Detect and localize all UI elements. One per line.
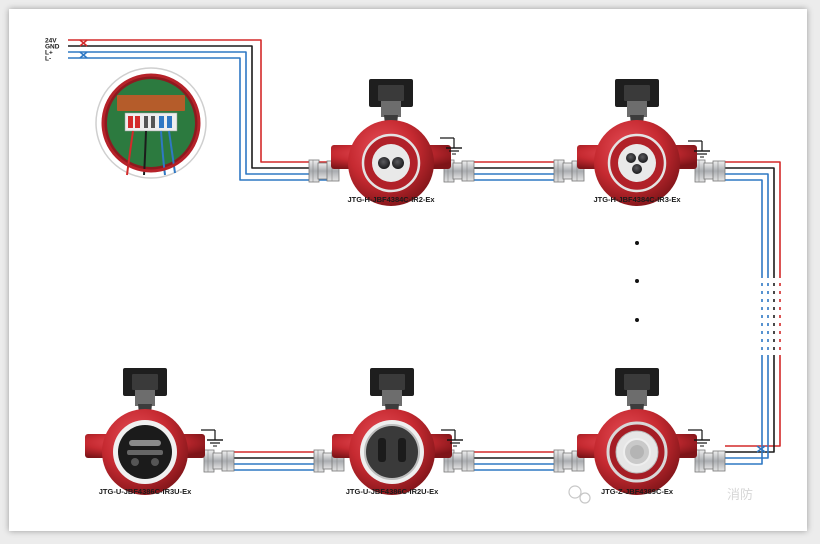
signal-bus-wiring bbox=[68, 39, 781, 471]
flame-detector-ir2u: JTG-U-JBF4386C-IR2U-Ex bbox=[313, 368, 475, 496]
terminal-label-l-plus: L+ bbox=[45, 50, 53, 57]
flame-detector-ir2: JTG-H-JBF4384C-IR2-Ex bbox=[308, 79, 475, 206]
diagram-card: 24V GND L+ L- JTG-H-JBF4384C-IR2-Ex bbox=[9, 9, 807, 531]
wiring-diagram: 24V GND L+ L- JTG-H-JBF4384C-IR2-Ex bbox=[45, 38, 781, 504]
detector-model-label: JTG-H-JBF4384C-IR2-Ex bbox=[347, 195, 435, 204]
continuation-indicator bbox=[635, 241, 639, 322]
input-terminal-labels: 24V GND L+ L- bbox=[45, 38, 60, 63]
flame-detector-ir3u: JTG-U-JBF4386C-IR3U-Ex bbox=[85, 368, 235, 496]
detector-model-label: JTG-U-JBF4386C-IR3U-Ex bbox=[99, 487, 192, 496]
terminal-label-gnd: GND bbox=[45, 44, 60, 51]
flame-detector-z: JTG-Z-JBF4389C-Ex bbox=[553, 368, 726, 496]
detector-model-label: JTG-Z-JBF4389C-Ex bbox=[601, 487, 674, 496]
detector-model-label: JTG-H-JBF4384C-IR3-Ex bbox=[593, 195, 681, 204]
terminal-label-l-minus: L- bbox=[45, 56, 51, 63]
watermark: 消防 bbox=[568, 485, 753, 504]
watermark-text: 消防 bbox=[727, 487, 753, 502]
flame-detector-ir3: JTG-H-JBF4384C-IR3-Ex bbox=[553, 79, 726, 206]
terminal-label-24v: 24V bbox=[45, 38, 57, 45]
chat-bubble-icon bbox=[568, 485, 582, 499]
terminal-block-closeup bbox=[95, 67, 207, 179]
detector-model-label: JTG-U-JBF4386C-IR2U-Ex bbox=[346, 487, 439, 496]
